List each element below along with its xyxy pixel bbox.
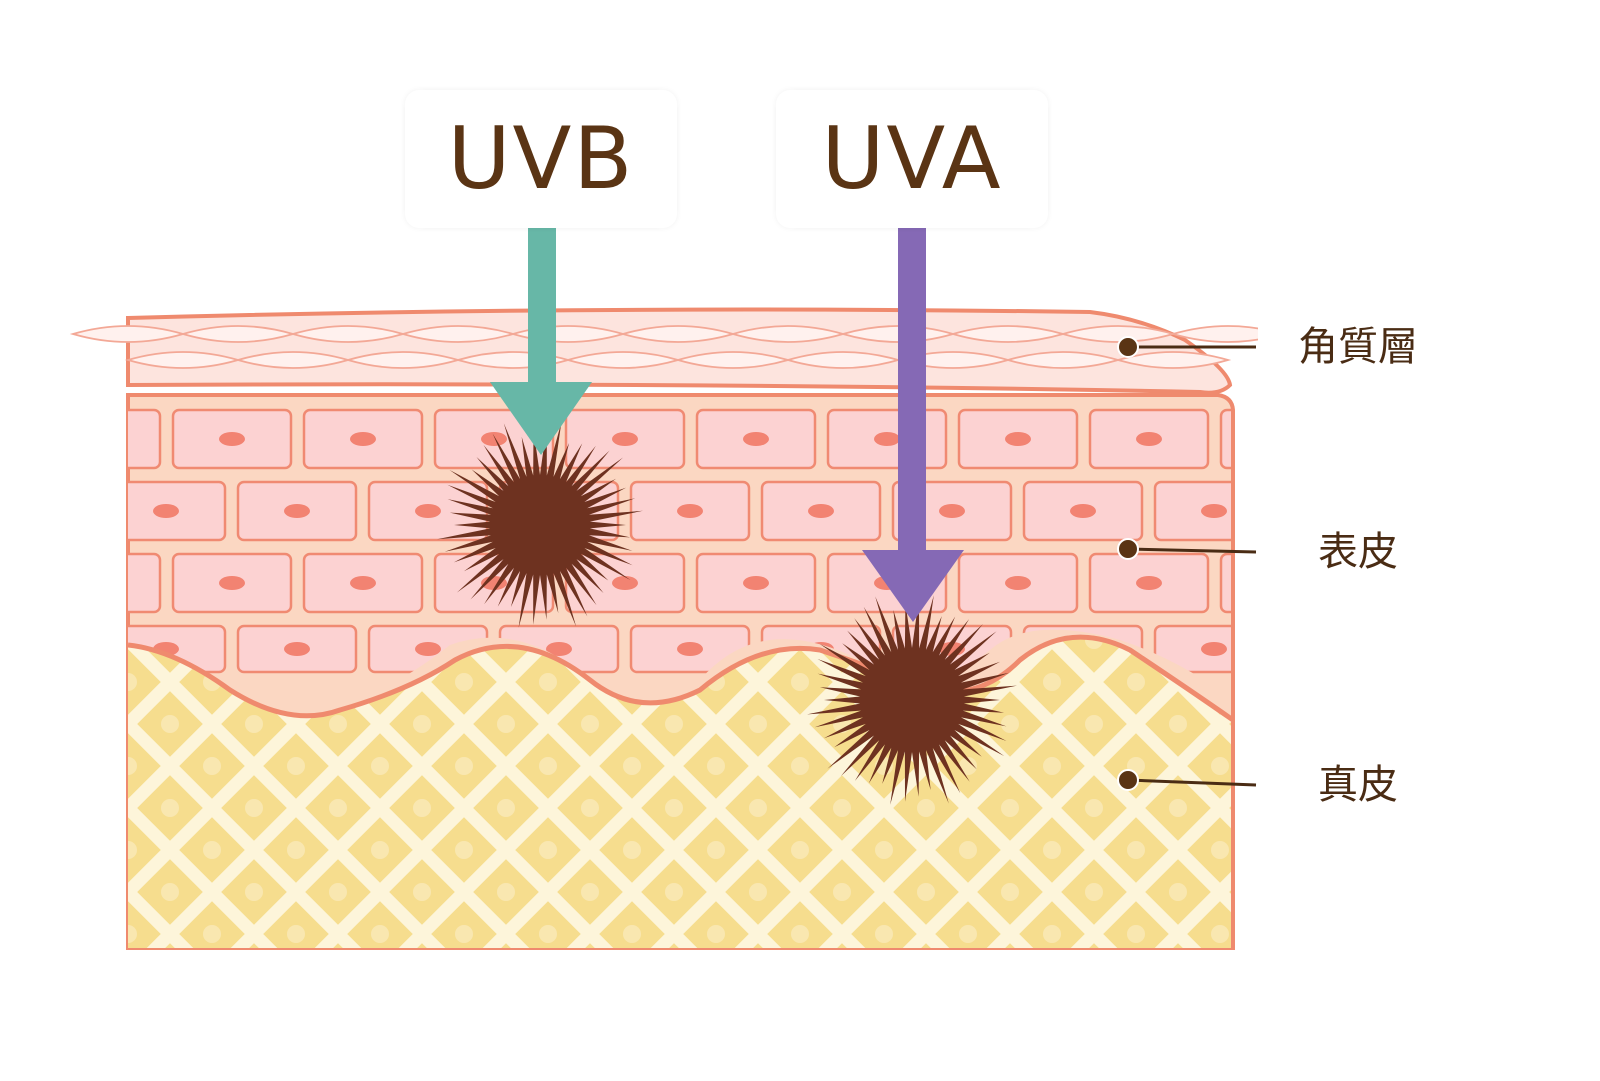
- epidermal-cell: [826, 408, 948, 470]
- epidermal-cell: [1088, 552, 1210, 614]
- epidermis-label: 表皮: [1258, 505, 1458, 600]
- epidermal-cell: [367, 480, 489, 542]
- epidermal-cell: [0, 410, 29, 468]
- epidermal-cell: [302, 552, 424, 614]
- dermis-label: 真皮: [1258, 738, 1458, 833]
- melanin-cluster-uvb: [437, 422, 643, 628]
- epidermal-cell: [760, 480, 882, 542]
- epidermal-cells: [0, 408, 1233, 674]
- epidermal-cell: [302, 408, 424, 470]
- epidermal-cell: [171, 408, 293, 470]
- epidermal-cell: [564, 408, 686, 470]
- epidermal-cell: [0, 626, 94, 672]
- epidermal-cell: [1153, 624, 1233, 674]
- epidermal-cell: [957, 552, 1079, 614]
- uvb-label: UVB: [405, 90, 677, 228]
- epidermal-cell: [629, 624, 751, 674]
- epidermal-cell: [1153, 480, 1233, 542]
- horny-scale: [1114, 351, 1232, 369]
- melanin-clusters: [437, 422, 1017, 805]
- horny-layer: [69, 307, 1287, 395]
- epidermal-cell: [128, 552, 162, 614]
- epidermal-cell: [1088, 408, 1210, 470]
- epidermal-cell: [629, 480, 751, 542]
- uva-arrow: [862, 222, 964, 622]
- epidermal-cell: [1219, 552, 1233, 614]
- uvb-arrow: [490, 222, 592, 455]
- epidermal-cell: [957, 408, 1079, 470]
- epidermal-cell: [1219, 408, 1233, 470]
- epidermal-cell: [128, 408, 162, 470]
- epidermal-cell: [695, 552, 817, 614]
- epidermal-cell: [236, 480, 358, 542]
- uva-label: UVA: [776, 90, 1048, 228]
- leader-lines: [1117, 336, 1257, 791]
- melanin-cluster-uva: [807, 595, 1017, 805]
- epidermal-cell: [0, 554, 29, 612]
- epidermal-cell: [695, 408, 817, 470]
- epidermal-cell: [0, 482, 94, 540]
- epidermal-cell: [171, 552, 293, 614]
- epidermal-cell: [128, 480, 227, 542]
- horny-layer-label: 角質層: [1258, 300, 1458, 395]
- epidermal-cell: [236, 624, 358, 674]
- epidermal-cell: [1022, 480, 1144, 542]
